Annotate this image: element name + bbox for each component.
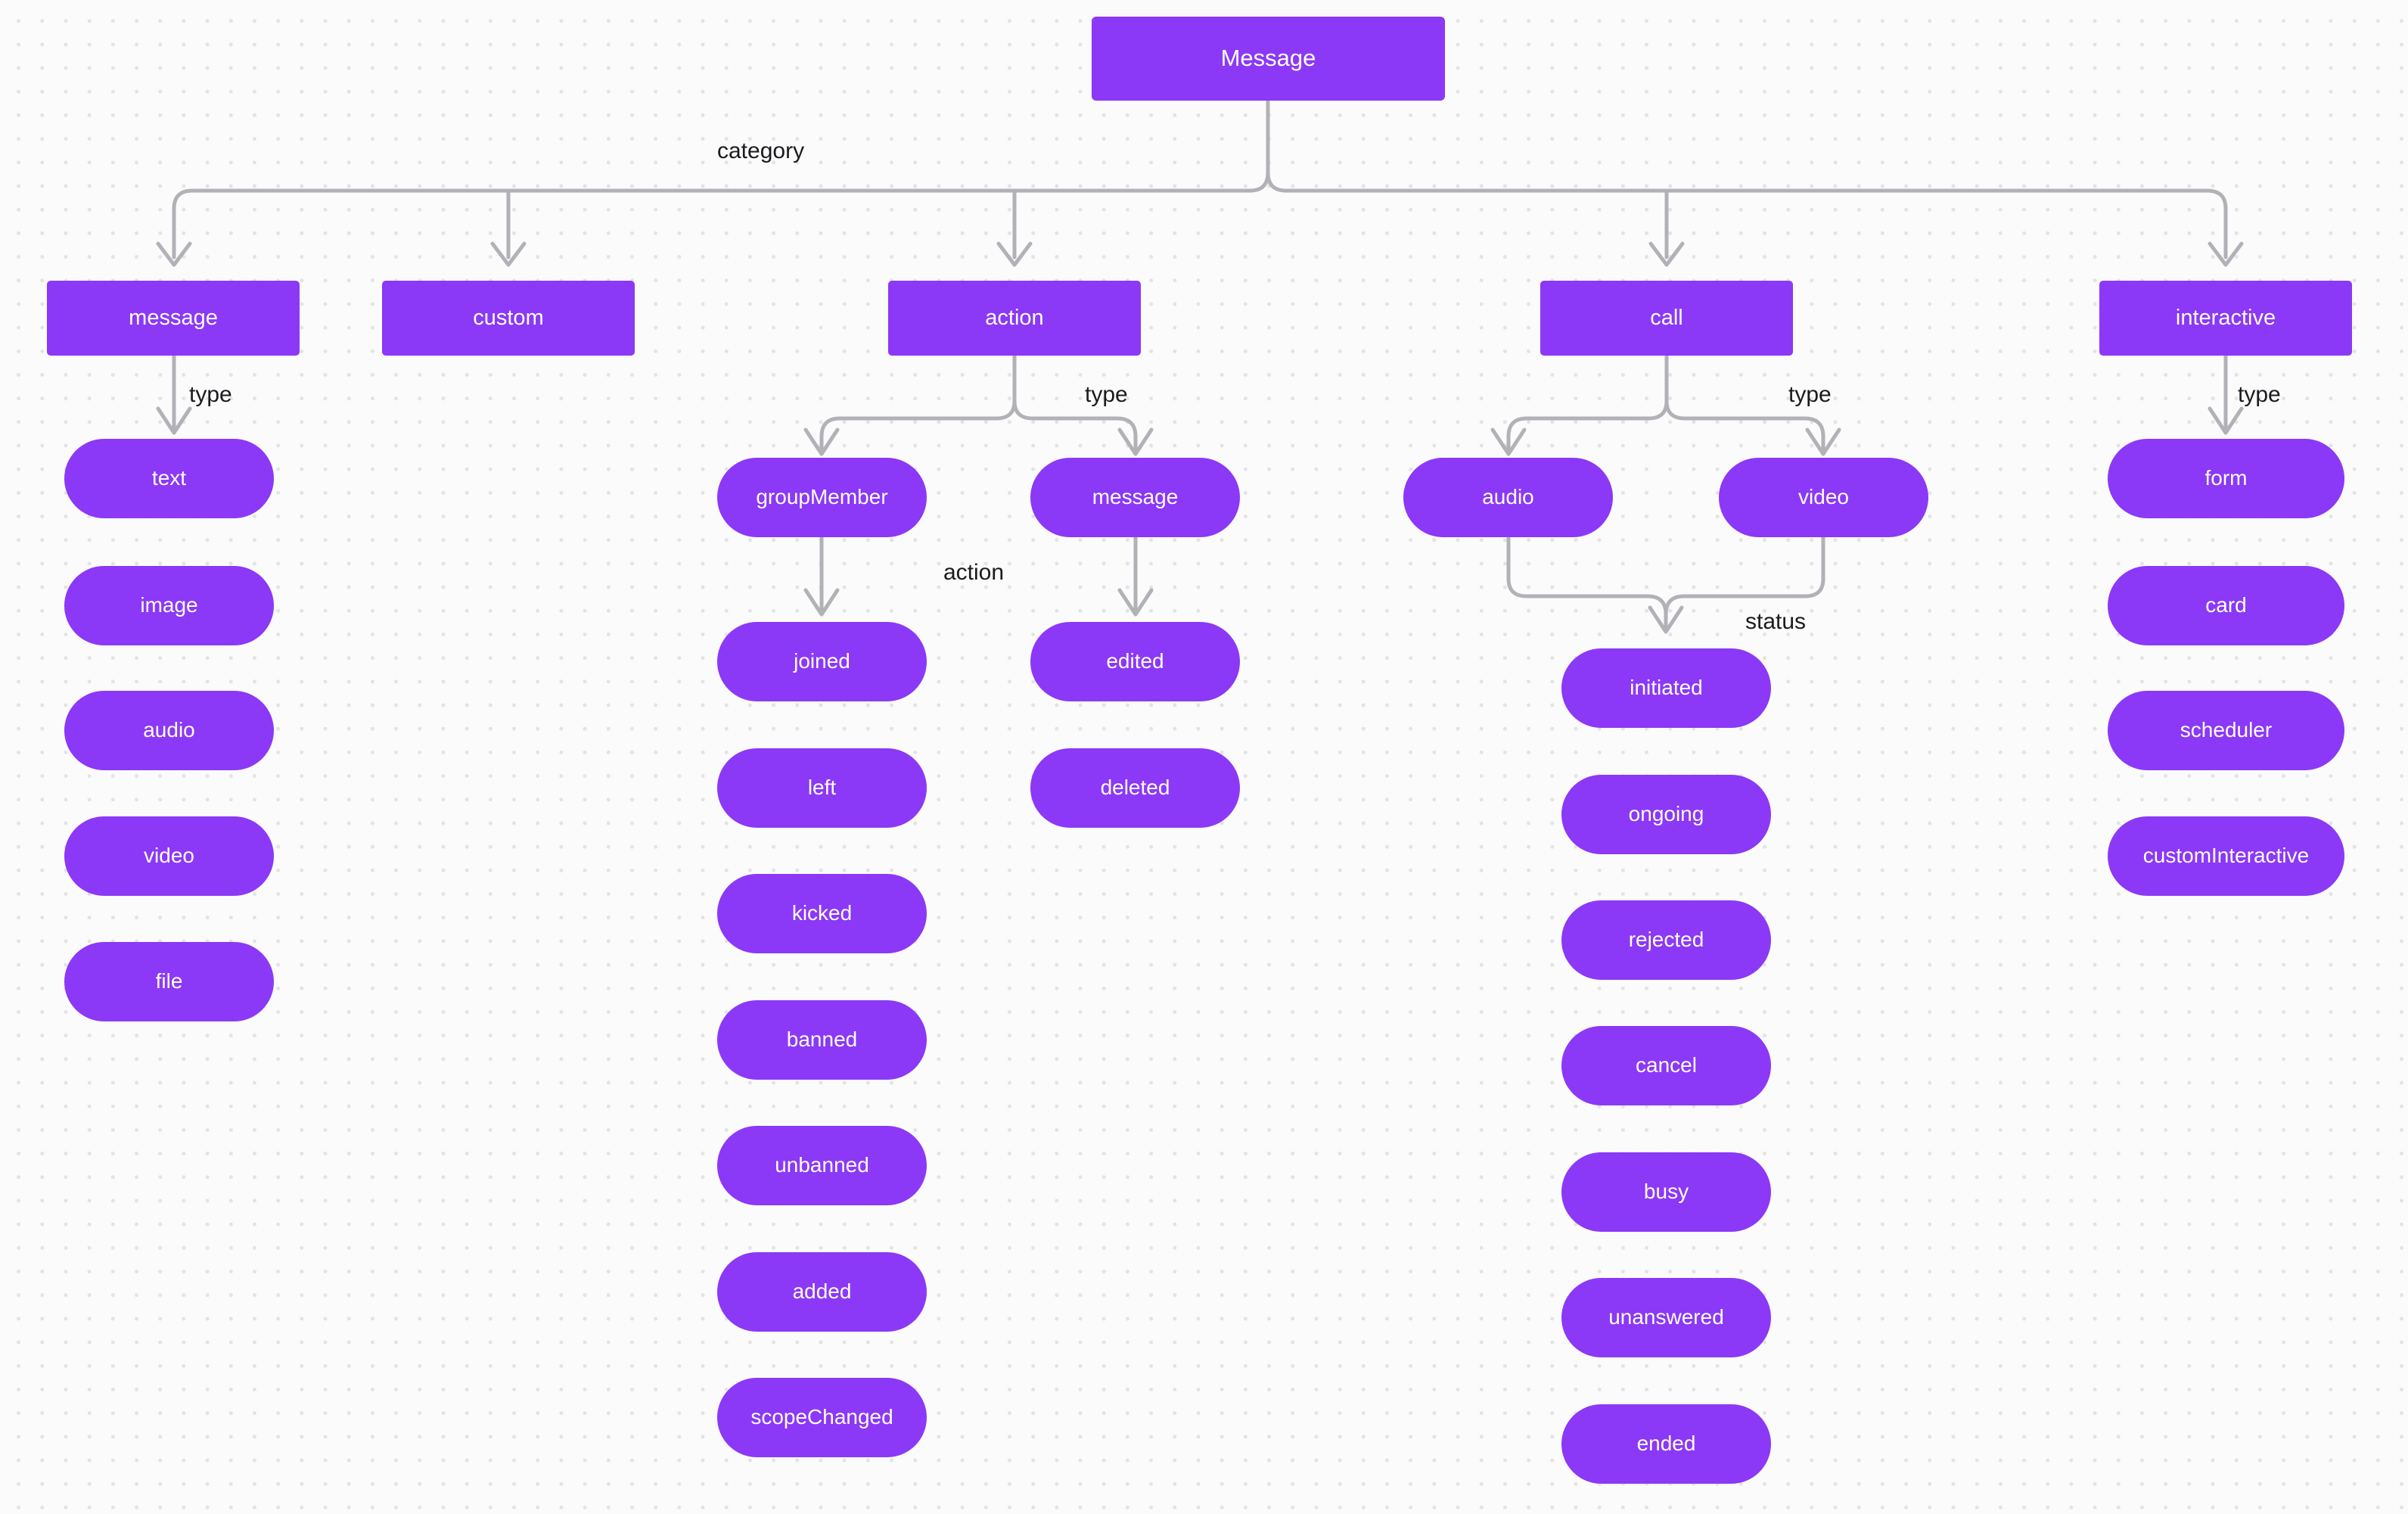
edge-audio-to-initiated (1506, 535, 1668, 630)
arrowhead-message (156, 241, 192, 267)
arrowhead-interactive (2208, 241, 2244, 267)
leaf-call-status-ended[interactable]: ended (1561, 1404, 1771, 1484)
node-label: scopeChanged (750, 1405, 893, 1429)
edge-label-type-interactive: type (2238, 382, 2281, 407)
node-label: message (129, 305, 218, 330)
leaf-groupmember-scopechanged[interactable]: scopeChanged (717, 1378, 927, 1457)
leaf-call-status-rejected[interactable]: rejected (1561, 900, 1771, 980)
node-label: audio (143, 718, 195, 742)
node-call-video[interactable]: video (1719, 458, 1928, 537)
edge-label-type-action: type (1085, 382, 1128, 407)
node-call-audio[interactable]: audio (1403, 458, 1613, 537)
node-groupmember[interactable]: groupMember (717, 458, 927, 537)
arrowhead-initiated (1648, 605, 1684, 634)
arrowhead-groupmember (803, 427, 840, 456)
leaf-call-status-initiated[interactable]: initiated (1561, 648, 1771, 728)
leaf-interactive-card[interactable]: card (2108, 566, 2344, 645)
node-label: added (792, 1279, 852, 1304)
leaf-groupmember-kicked[interactable]: kicked (717, 874, 927, 953)
node-branch-call[interactable]: call (1540, 281, 1793, 356)
node-label: audio (1482, 485, 1534, 509)
node-action-message[interactable]: message (1030, 458, 1240, 537)
leaf-interactive-scheduler[interactable]: scheduler (2108, 691, 2344, 770)
arrowhead-call (1648, 241, 1685, 267)
leaf-message-action-deleted[interactable]: deleted (1030, 748, 1240, 828)
edge-label-status-call: status (1745, 609, 1807, 634)
leaf-message-type-video[interactable]: video (64, 816, 274, 896)
leaf-message-type-image[interactable]: image (64, 566, 274, 645)
node-label: left (807, 776, 837, 800)
leaf-interactive-custominteractive[interactable]: customInteractive (2108, 816, 2344, 896)
arrowhead-text (156, 406, 192, 435)
arrowhead-video (1805, 427, 1841, 456)
node-label: custom (473, 305, 544, 330)
arrowhead-action (996, 241, 1033, 267)
node-label: busy (1643, 1180, 1689, 1204)
node-label: card (2205, 593, 2247, 617)
node-label: Message (1220, 45, 1316, 72)
node-label: video (1798, 485, 1849, 509)
node-label: initiated (1630, 676, 1703, 700)
leaf-call-status-cancel[interactable]: cancel (1561, 1026, 1771, 1105)
leaf-groupmember-unbanned[interactable]: unbanned (717, 1126, 927, 1205)
leaf-call-status-ongoing[interactable]: ongoing (1561, 775, 1771, 854)
node-label: ongoing (1628, 802, 1704, 826)
node-label: deleted (1100, 776, 1170, 800)
leaf-message-action-edited[interactable]: edited (1030, 622, 1240, 701)
edge-bus-right (1266, 170, 2228, 260)
arrowhead-edited (1117, 588, 1154, 617)
node-label: text (151, 466, 187, 490)
leaf-groupmember-added[interactable]: added (717, 1252, 927, 1332)
leaf-interactive-form[interactable]: form (2108, 439, 2344, 518)
node-label: customInteractive (2142, 844, 2310, 868)
node-label: form (2204, 466, 2248, 490)
leaf-call-status-unanswered[interactable]: unanswered (1561, 1278, 1771, 1357)
node-root-message[interactable]: Message (1092, 17, 1445, 101)
node-label: unanswered (1608, 1305, 1724, 1329)
arrowhead-form (2208, 406, 2244, 435)
node-label: groupMember (756, 485, 888, 509)
node-label: call (1650, 305, 1683, 330)
edge-call-to-audio (1506, 353, 1669, 452)
edge-root-to-bus (172, 98, 1270, 260)
leaf-groupmember-banned[interactable]: banned (717, 1000, 927, 1080)
leaf-call-status-busy[interactable]: busy (1561, 1152, 1771, 1232)
edge-label-type-message: type (189, 382, 232, 407)
leaf-groupmember-left[interactable]: left (717, 748, 927, 828)
arrowhead-actionmessage (1117, 427, 1154, 456)
leaf-message-type-audio[interactable]: audio (64, 691, 274, 770)
node-label: rejected (1628, 928, 1704, 952)
node-branch-custom[interactable]: custom (382, 281, 635, 356)
node-label: joined (794, 649, 850, 673)
edge-label-action-groupmember: action (943, 560, 1005, 585)
node-branch-action[interactable]: action (888, 281, 1141, 356)
node-label: file (155, 969, 183, 993)
node-label: action (985, 305, 1044, 330)
edge-label-category: category (717, 138, 805, 163)
node-label: ended (1636, 1432, 1696, 1456)
node-label: edited (1106, 649, 1164, 673)
node-label: image (140, 593, 198, 617)
node-label: video (144, 844, 194, 868)
edge-action-to-groupmember (819, 353, 1017, 452)
node-label: message (1092, 485, 1179, 509)
node-label: unbanned (775, 1153, 869, 1177)
leaf-message-type-text[interactable]: text (64, 439, 274, 518)
node-branch-message[interactable]: message (47, 281, 300, 356)
leaf-message-type-file[interactable]: file (64, 942, 274, 1021)
leaf-groupmember-joined[interactable]: joined (717, 622, 927, 701)
arrowhead-custom (490, 241, 527, 267)
node-label: cancel (1636, 1053, 1697, 1077)
node-label: banned (786, 1027, 858, 1052)
edge-label-type-call: type (1788, 382, 1832, 407)
node-branch-interactive[interactable]: interactive (2099, 281, 2352, 356)
node-label: scheduler (2180, 718, 2273, 742)
node-label: kicked (791, 901, 853, 925)
arrowhead-joined (803, 588, 840, 617)
node-label: interactive (2175, 305, 2276, 330)
arrowhead-audio (1490, 427, 1527, 456)
